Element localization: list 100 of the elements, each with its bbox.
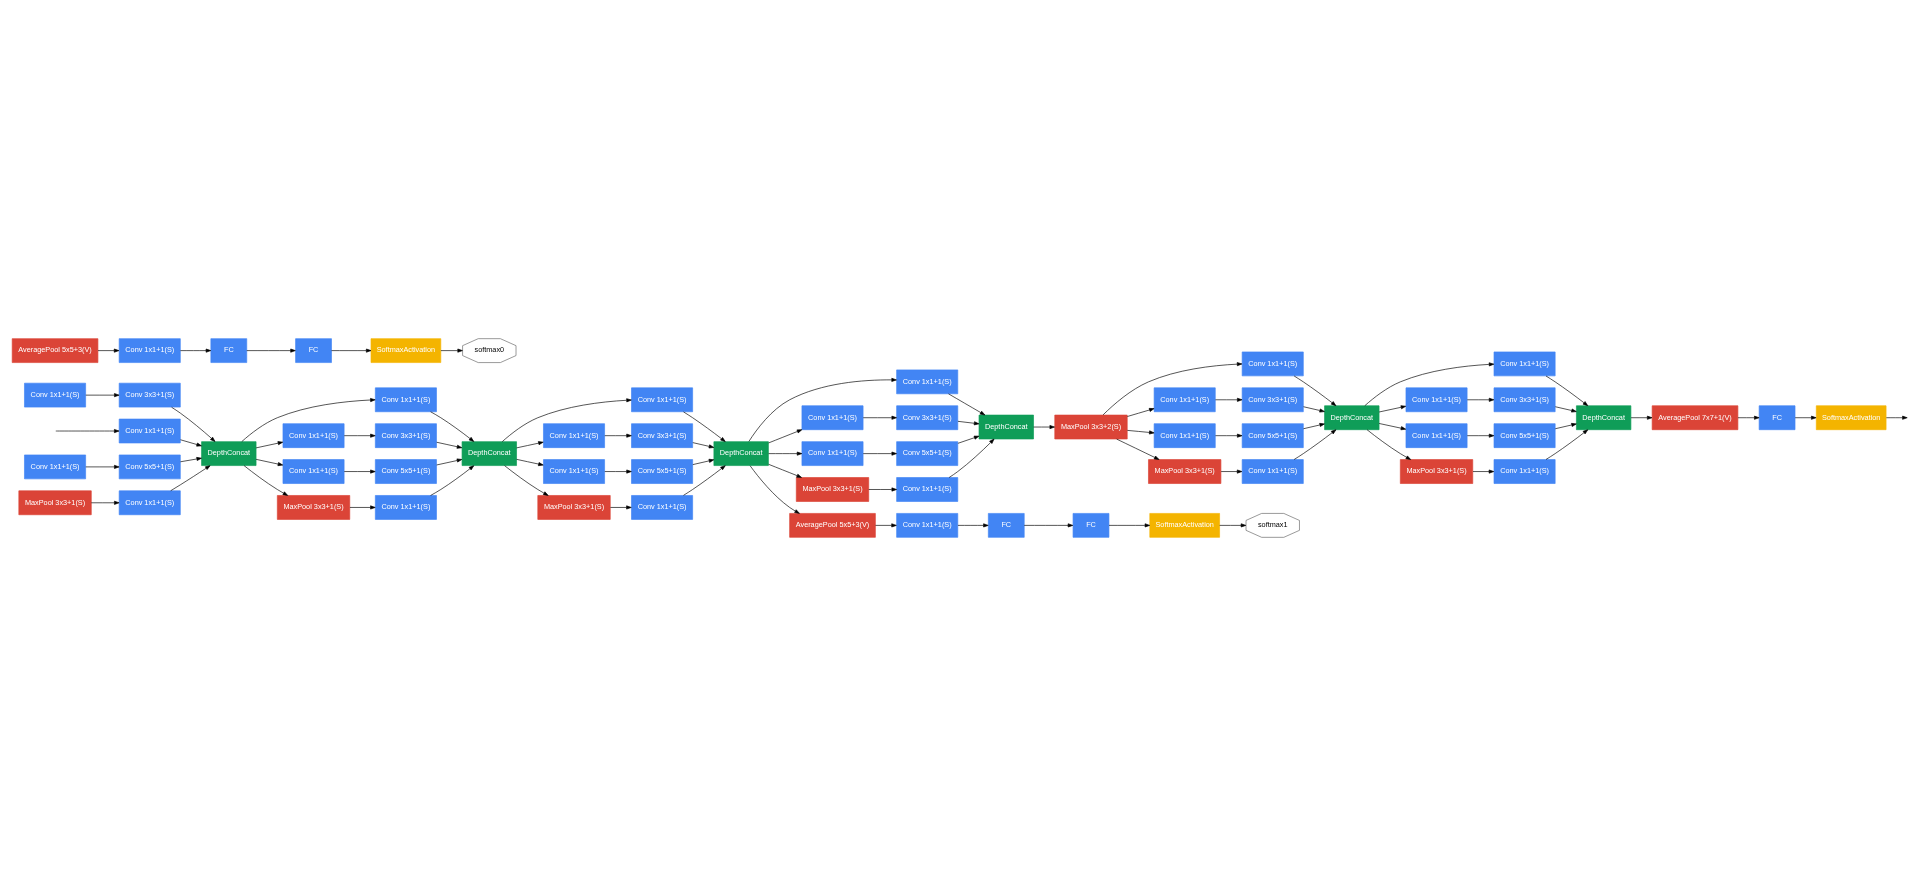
- node-box: MaxPool 3x3+1(S): [795, 477, 870, 502]
- node-box: FC: [988, 513, 1025, 538]
- arrow: [1102, 362, 1243, 416]
- arrow: [868, 487, 897, 492]
- node-box: Conv 1x1+1(S): [118, 418, 181, 444]
- node-box: Conv 1x1+1(S): [896, 513, 959, 538]
- node-box: Conv 1x1+1(S): [631, 387, 693, 413]
- node-box: Conv 1x1+1(S): [24, 382, 86, 408]
- node-box: Conv 1x1+1(S): [1405, 423, 1468, 448]
- arrow: [1215, 433, 1243, 438]
- node-box: Conv 1x1+1(S): [543, 459, 605, 484]
- node-box: Conv 1x1+1(S): [896, 477, 959, 502]
- arrow: [604, 469, 632, 474]
- node-box: AveragePool 7x7+1(V): [1651, 405, 1739, 430]
- arrow: [768, 451, 803, 456]
- node-box: DepthConcat: [978, 414, 1034, 440]
- arrow: [1794, 415, 1817, 420]
- arrow: [97, 348, 120, 353]
- arrow: [1108, 523, 1151, 528]
- node-box: Conv 5x5+1(S): [896, 441, 959, 466]
- arrow: [430, 465, 475, 496]
- node-box: DepthConcat: [1324, 405, 1380, 430]
- arrow: [171, 406, 216, 442]
- node-box: Conv 1x1+1(S): [1405, 387, 1468, 413]
- node-box: SoftmaxActivation: [1149, 513, 1220, 538]
- node-box: DepthConcat: [201, 441, 257, 466]
- node-box: MaxPool 3x3+1(S): [18, 490, 92, 516]
- node-box: Conv 1x1+1(S): [1493, 459, 1556, 484]
- node-box: FC: [1072, 513, 1110, 538]
- node-box: Conv 1x1+1(S): [1153, 387, 1216, 413]
- arrow: [768, 429, 803, 444]
- node-box: Conv 3x3+1(S): [1493, 387, 1556, 413]
- node-box: FC: [1758, 405, 1796, 430]
- node-box: Conv 3x3+1(S): [118, 382, 181, 408]
- node-box: FC: [295, 338, 332, 363]
- node-box: DepthConcat: [461, 441, 517, 466]
- arrow: [90, 500, 120, 505]
- node-box: MaxPool 3x3+1(S): [1400, 459, 1474, 484]
- arrow: [516, 459, 544, 466]
- node-box: Conv 3x3+1(S): [631, 423, 693, 448]
- node-box: Conv 1x1+1(S): [1493, 351, 1556, 377]
- node-box: FC: [210, 338, 248, 363]
- arrow: [1293, 429, 1337, 460]
- arrow: [180, 439, 202, 447]
- arrow: [1127, 408, 1155, 417]
- arrow: [1545, 375, 1589, 406]
- node-box: Conv 5x5+1(S): [375, 459, 437, 484]
- arrow: [331, 348, 372, 353]
- arrow: [1886, 415, 1908, 420]
- arrow: [436, 458, 463, 466]
- node-box: AveragePool 5x5+3(V): [789, 513, 876, 538]
- arrow: [1220, 469, 1243, 474]
- arrow: [1630, 415, 1653, 420]
- arrow: [948, 393, 986, 416]
- node-box: AveragePool 5x5+3(V): [11, 338, 99, 363]
- arrow: [1366, 429, 1412, 460]
- arrow: [1378, 423, 1407, 431]
- arrow: [501, 398, 632, 442]
- arrow: [343, 469, 376, 474]
- arrow: [504, 465, 549, 496]
- node-box: DepthConcat: [1576, 405, 1632, 430]
- node-box: MaxPool 3x3+1(S): [537, 495, 611, 520]
- node-box: Conv 1x1+1(S): [118, 490, 181, 516]
- arrow: [749, 465, 800, 514]
- node-box: Conv 3x3+1(S): [375, 423, 437, 448]
- node-box: Conv 5x5+1(S): [118, 454, 181, 480]
- arrow: [255, 441, 284, 449]
- arrow: [683, 465, 726, 496]
- node-box: Conv 1x1+1(S): [543, 423, 605, 448]
- arrow: [1023, 523, 1074, 528]
- node-box: Conv 5x5+1(S): [1241, 423, 1304, 448]
- arrow: [957, 435, 980, 444]
- node-box: Conv 1x1+1(S): [282, 423, 345, 448]
- node-box: Conv 5x5+1(S): [1493, 423, 1556, 448]
- arrow: [768, 463, 802, 478]
- node-box: Conv 5x5+1(S): [631, 459, 693, 484]
- arrow: [85, 393, 120, 398]
- arrow: [255, 459, 284, 466]
- arrow: [604, 433, 632, 438]
- arrow: [1466, 397, 1495, 402]
- arrow: [1219, 523, 1247, 528]
- node-box: Conv 1x1+1(S): [1153, 423, 1216, 448]
- arrow: [748, 377, 897, 442]
- arrow: [1555, 423, 1577, 430]
- arrow: [246, 348, 296, 353]
- node-box: MaxPool 3x3+1(S): [277, 495, 351, 520]
- arrow: [170, 465, 211, 492]
- arrow: [692, 442, 715, 449]
- node-box: Conv 1x1+1(S): [375, 495, 437, 520]
- node-box: MaxPool 3x3+2(S): [1054, 414, 1128, 440]
- arrow: [692, 458, 715, 465]
- arrow: [948, 438, 995, 478]
- node-box: SoftmaxActivation: [370, 338, 442, 363]
- arrow: [343, 433, 376, 438]
- node-box: Conv 1x1+1(S): [282, 459, 345, 484]
- node-box: Conv 3x3+1(S): [1241, 387, 1304, 413]
- node-box: Conv 1x1+1(S): [24, 454, 86, 480]
- arrow: [1033, 425, 1055, 429]
- arrow: [1303, 406, 1325, 413]
- arrow: [55, 429, 120, 433]
